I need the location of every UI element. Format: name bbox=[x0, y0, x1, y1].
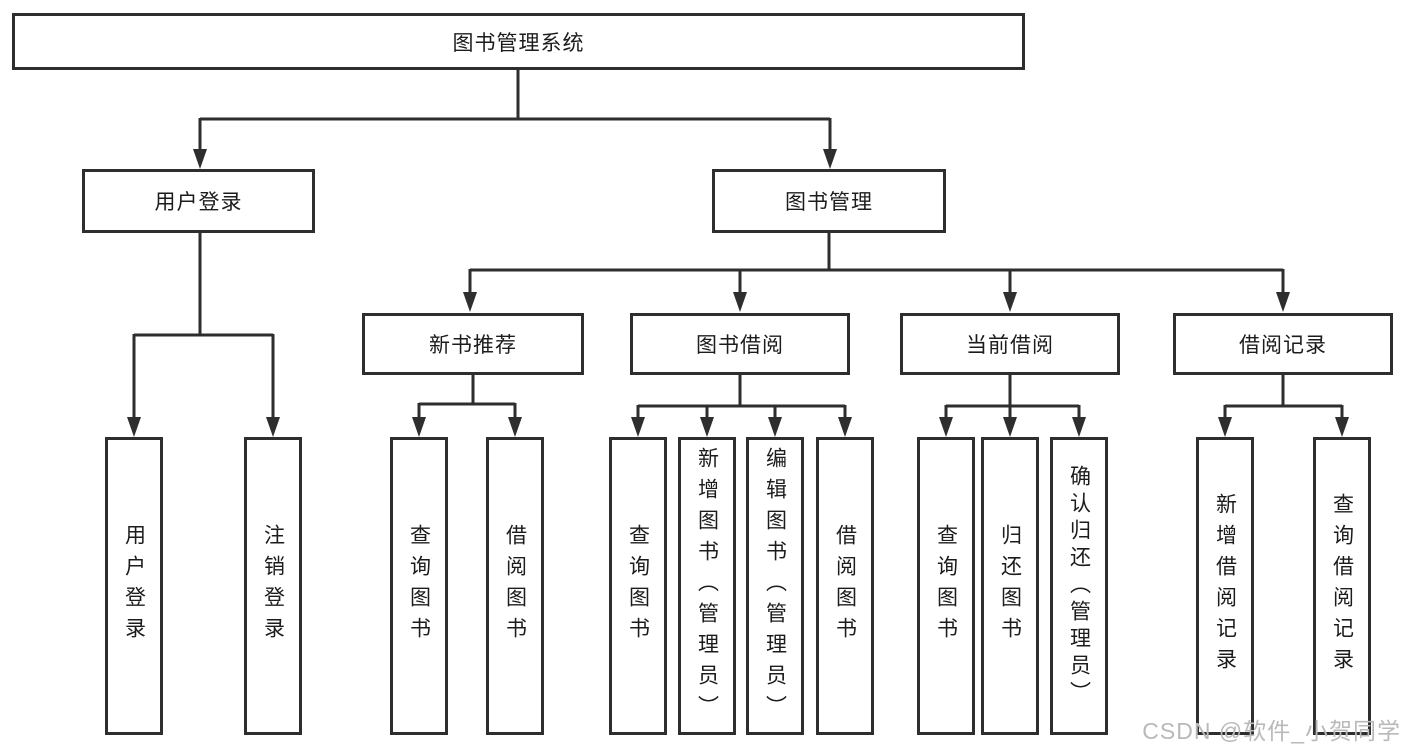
leaf-query-book-recommend: 查询图书 bbox=[390, 437, 448, 735]
leaf-user-login: 用户登录 bbox=[105, 437, 163, 735]
node-root-label: 图书管理系统 bbox=[452, 31, 585, 55]
leaf-query-borrow-record: 查询借阅记录 bbox=[1313, 437, 1371, 735]
node-current-borrow-label: 当前借阅 bbox=[966, 334, 1054, 357]
node-book-management-label: 图书管理 bbox=[785, 191, 873, 214]
node-new-book-recommend-label: 新书推荐 bbox=[429, 334, 517, 357]
leaf-logout-label: 注销登录 bbox=[261, 524, 285, 648]
leaf-query-book-borrow: 查询图书 bbox=[609, 437, 667, 735]
leaf-borrow-book-label: 借阅图书 bbox=[833, 524, 857, 648]
node-user-login-label: 用户登录 bbox=[154, 191, 243, 214]
node-book-borrow-label: 图书借阅 bbox=[696, 334, 784, 357]
node-borrow-record-label: 借阅记录 bbox=[1239, 334, 1327, 357]
leaf-logout: 注销登录 bbox=[244, 437, 302, 735]
node-user-login: 用户登录 bbox=[82, 169, 315, 233]
leaf-edit-book-label: 编辑图书（管理员） bbox=[763, 446, 787, 726]
leaf-confirm-return-label: 确认归还（管理员） bbox=[1067, 464, 1091, 708]
leaf-return-book-label: 归还图书 bbox=[998, 524, 1022, 648]
leaf-confirm-return: 确认归还（管理员） bbox=[1050, 437, 1108, 735]
node-current-borrow: 当前借阅 bbox=[900, 313, 1120, 375]
node-book-management: 图书管理 bbox=[712, 169, 946, 233]
node-borrow-record: 借阅记录 bbox=[1173, 313, 1393, 375]
leaf-add-borrow-record-label: 新增借阅记录 bbox=[1213, 493, 1237, 679]
leaf-query-book-recommend-label: 查询图书 bbox=[407, 524, 431, 648]
leaf-return-book: 归还图书 bbox=[981, 437, 1039, 735]
arrowheads bbox=[127, 149, 1349, 437]
leaf-borrow-book: 借阅图书 bbox=[816, 437, 874, 735]
leaf-user-login-label: 用户登录 bbox=[122, 524, 146, 648]
leaf-add-book: 新增图书（管理员） bbox=[678, 437, 736, 735]
leaf-add-borrow-record: 新增借阅记录 bbox=[1196, 437, 1254, 735]
leaf-query-book-borrow-label: 查询图书 bbox=[626, 524, 650, 648]
leaf-query-borrow-record-label: 查询借阅记录 bbox=[1330, 493, 1354, 679]
leaf-add-book-label: 新增图书（管理员） bbox=[695, 446, 719, 726]
node-root: 图书管理系统 bbox=[12, 13, 1025, 70]
leaf-edit-book: 编辑图书（管理员） bbox=[746, 437, 804, 735]
node-new-book-recommend: 新书推荐 bbox=[362, 313, 584, 375]
leaf-query-book-current-label: 查询图书 bbox=[934, 524, 958, 648]
node-book-borrow: 图书借阅 bbox=[630, 313, 850, 375]
csdn-watermark: CSDN @软件_小贺同学 bbox=[1142, 718, 1401, 744]
leaf-borrow-book-recommend-label: 借阅图书 bbox=[503, 524, 527, 648]
leaf-borrow-book-recommend: 借阅图书 bbox=[486, 437, 544, 735]
leaf-query-book-current: 查询图书 bbox=[917, 437, 975, 735]
